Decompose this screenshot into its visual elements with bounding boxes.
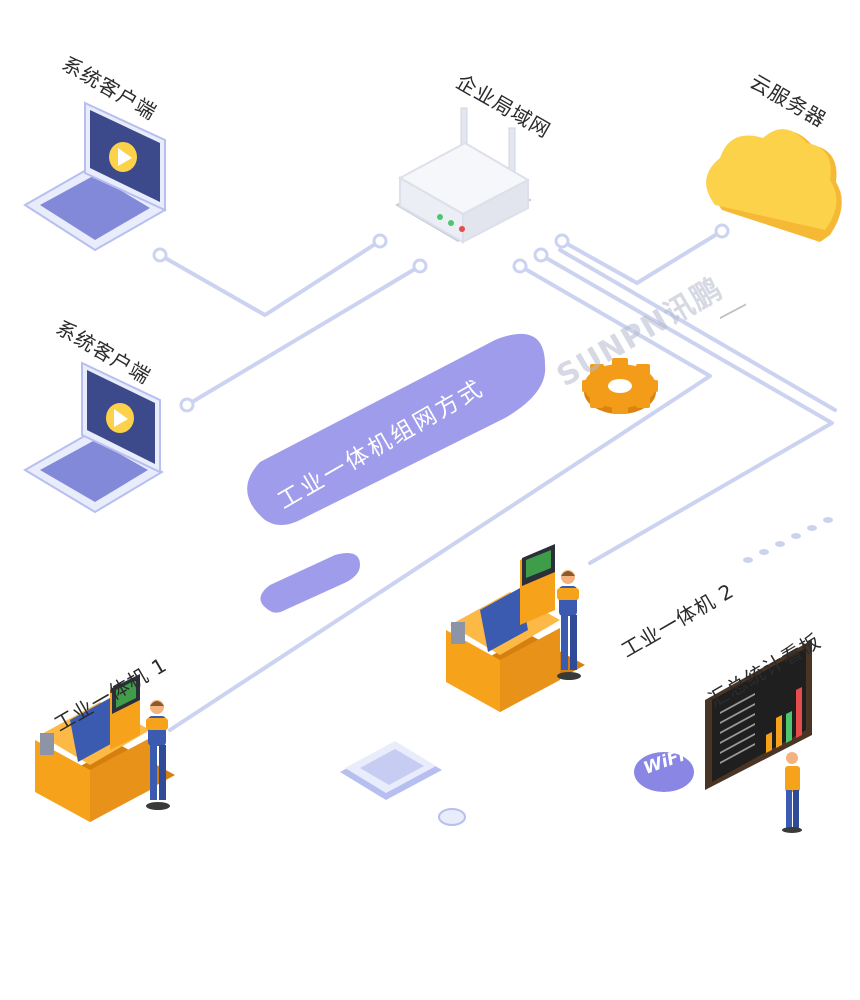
- wifi-icon: [634, 752, 694, 792]
- mouse-icon: [438, 808, 466, 826]
- machine-2-icon: [446, 544, 585, 712]
- connector-dots: [152, 223, 730, 413]
- keyboard-icon: [340, 741, 442, 800]
- dashboard-board-icon: [705, 303, 812, 833]
- connection-lines: [158, 229, 837, 732]
- machine-1-icon: [35, 674, 175, 822]
- cloud-icon: [706, 129, 842, 242]
- worker-2-icon: [557, 570, 581, 680]
- small-pill: [260, 552, 360, 613]
- line-router-machine-1: [168, 264, 712, 732]
- line-client-bottom-router: [185, 264, 422, 407]
- laptop-top-icon: [23, 101, 167, 252]
- title-pill: [247, 333, 546, 525]
- worker-1-icon: [146, 700, 170, 810]
- line-router-right: [558, 248, 837, 412]
- worker-3-icon: [782, 752, 802, 833]
- line-cloud-router: [560, 229, 724, 285]
- gear-icon: [582, 358, 658, 414]
- router-icon: [395, 107, 532, 244]
- line-router-machine-2: [539, 253, 834, 565]
- laptop-bottom-icon: [23, 361, 164, 514]
- dashboard-bars: [766, 687, 802, 753]
- line-client-top-router: [158, 239, 382, 317]
- dotted-trail: [743, 517, 833, 563]
